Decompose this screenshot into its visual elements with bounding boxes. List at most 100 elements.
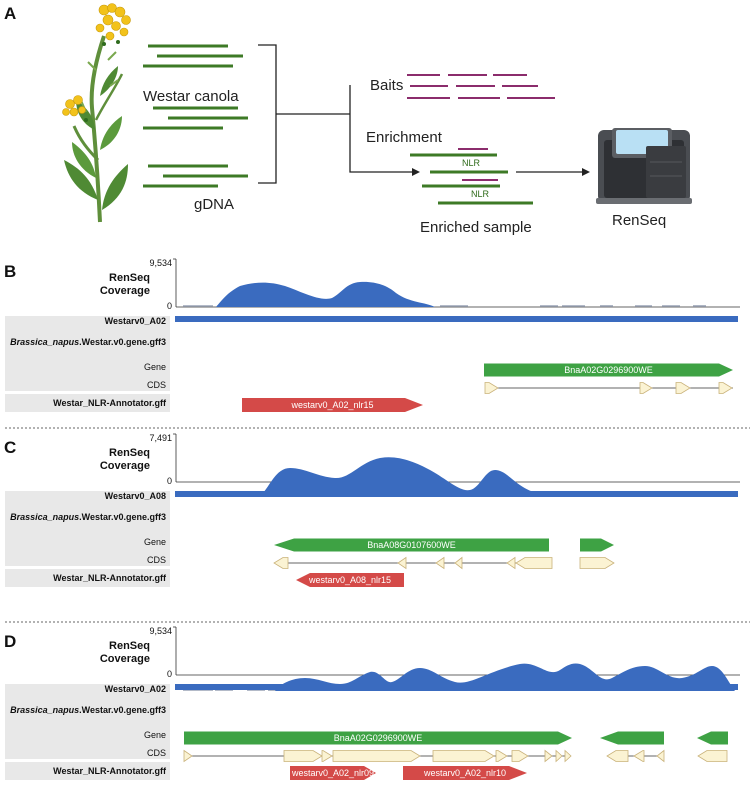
cds-exon <box>697 750 728 762</box>
cds-exon <box>183 749 193 763</box>
gene-track-label: Gene <box>144 362 166 372</box>
coverage-title: RenSeq <box>109 640 150 652</box>
nlr-feature <box>242 398 423 412</box>
enriched-fragments <box>410 148 533 205</box>
cds-exon <box>432 750 495 762</box>
panel-label-a: A <box>4 4 16 23</box>
renseq-label: RenSeq <box>612 212 666 229</box>
workflow-bracket <box>258 44 582 184</box>
gff3-track-label: Brassica_napus.Westar.v0.gene.gff3 <box>10 705 166 715</box>
coverage-title: Coverage <box>100 285 150 297</box>
cds-exon <box>454 556 463 570</box>
contig-label: Westarv0_A02 <box>105 684 166 694</box>
nlr-feature <box>296 573 404 587</box>
cds-exon <box>515 557 553 569</box>
track-label-background <box>5 394 170 412</box>
cds-exon <box>495 750 508 762</box>
coverage-title: RenSeq <box>109 272 150 284</box>
gff3-track-label: Brassica_napus.Westar.v0.gene.gff3 <box>10 337 166 347</box>
cds-exon <box>564 749 572 763</box>
panel-a: A <box>4 3 692 236</box>
coverage-max-label: 9,534 <box>149 626 172 636</box>
coverage-max-label: 7,491 <box>149 433 172 443</box>
cds-exon <box>273 557 289 569</box>
nlr-name: westarv0_A02_nlr15 <box>290 400 373 410</box>
arrowhead-icon <box>582 168 590 176</box>
gene-feature <box>697 731 728 745</box>
nlr-feature <box>290 766 376 780</box>
cds-exon <box>633 750 645 762</box>
cds-exon <box>675 382 691 394</box>
track-label-background <box>5 491 170 566</box>
canola-plant-icon <box>62 3 131 223</box>
track-label-background <box>5 762 170 780</box>
baits-label: Baits <box>370 77 403 94</box>
coverage-area <box>240 457 540 494</box>
bait-probes <box>407 74 555 99</box>
nlr-name: westarv0_A02_nlr10 <box>423 768 506 778</box>
coverage-min-label: 0 <box>167 669 172 679</box>
gene-track-label: Gene <box>144 730 166 740</box>
nlr-feature <box>403 766 527 780</box>
cds-track-label: CDS <box>147 748 166 758</box>
gene-feature <box>600 731 664 745</box>
nlr-track-label: Westar_NLR-Annotator.gff <box>53 573 167 583</box>
track-label-background <box>5 569 170 587</box>
contig-bar <box>175 316 738 322</box>
gff3-track-label: Brassica_napus.Westar.v0.gene.gff3 <box>10 512 166 522</box>
cds-exon <box>606 750 629 762</box>
cds-exon <box>639 382 653 394</box>
nlr-name: westarv0_A08_nlr15 <box>308 575 391 585</box>
gene-name: BnaA02G0296900WE <box>334 733 423 743</box>
coverage-area <box>183 281 435 307</box>
nlr-label-2: NLR <box>471 189 490 199</box>
cds-exon <box>555 749 563 763</box>
cds-exon <box>511 750 529 762</box>
cds-exon <box>321 750 333 762</box>
contig-bar <box>175 684 738 690</box>
coverage-title: Coverage <box>100 653 150 665</box>
cds-exon <box>283 750 323 762</box>
coverage-max-label: 9,534 <box>149 258 172 268</box>
cds-exon <box>484 382 499 394</box>
cds-exon <box>332 750 421 762</box>
panel-label: D <box>4 632 16 651</box>
cds-exon <box>718 382 733 394</box>
nlr-name: westarv0_A02_nlr09 <box>291 768 374 778</box>
cds-exon <box>656 749 665 763</box>
coverage-min-label: 0 <box>167 301 172 311</box>
arrowhead-icon <box>412 168 420 176</box>
enriched-sample-label: Enriched sample <box>420 219 532 236</box>
nlr-track-label: Westar_NLR-Annotator.gff <box>53 398 167 408</box>
cds-exon <box>435 556 445 570</box>
westar-canola-label: Westar canola <box>143 88 239 105</box>
cds-track-label: CDS <box>147 555 166 565</box>
gene-feature <box>184 731 572 745</box>
gdna-label: gDNA <box>194 196 234 213</box>
contig-label: Westarv0_A08 <box>105 491 166 501</box>
coverage-title: Coverage <box>100 460 150 472</box>
nlr-track-label: Westar_NLR-Annotator.gff <box>53 766 167 776</box>
gene-name: BnaA08G0107600WE <box>367 540 456 550</box>
panel-label: C <box>4 438 16 457</box>
cds-exon <box>506 556 516 570</box>
cds-exon <box>579 557 615 569</box>
gene-feature <box>274 538 549 552</box>
cds-track-label: CDS <box>147 380 166 390</box>
cds-exon <box>397 556 407 570</box>
gdna-fragments <box>143 44 248 188</box>
track-label-background <box>5 684 170 759</box>
cds-exon <box>544 749 553 763</box>
gene-feature <box>484 363 733 377</box>
nlr-label-1: NLR <box>462 158 481 168</box>
track-label-background <box>5 316 170 391</box>
gene-feature <box>580 538 614 552</box>
coverage-title: RenSeq <box>109 447 150 459</box>
gene-name: BnaA02G0296900WE <box>564 365 653 375</box>
gene-track-label: Gene <box>144 537 166 547</box>
contig-bar <box>175 491 738 497</box>
